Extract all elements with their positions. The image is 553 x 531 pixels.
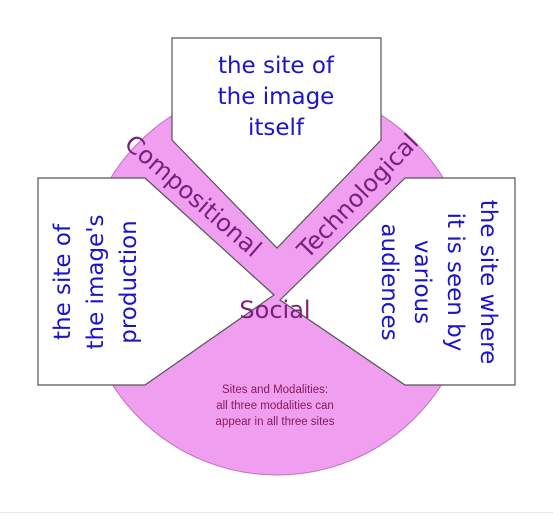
- site-audiences-line-3: various: [409, 240, 435, 324]
- site-production-line-1: the site of: [50, 223, 76, 340]
- site-image-itself-line-1: the site of: [218, 53, 335, 79]
- site-production-line-2: the image's: [83, 214, 109, 349]
- site-image-itself-line-3: itself: [248, 115, 305, 141]
- bottom-divider: [0, 512, 553, 513]
- modality-social-label: Social: [239, 296, 310, 324]
- site-audiences-line-1: the site where: [475, 200, 501, 365]
- site-audiences-line-4: audiences: [376, 223, 402, 340]
- site-image-itself-line-2: the image: [218, 84, 335, 110]
- site-audiences-line-2: it is seen by: [442, 213, 468, 352]
- site-audiences-box: [279, 177, 516, 386]
- caption-line-3: appear in all three sites: [216, 416, 335, 428]
- site-image-itself-box: [171, 37, 382, 249]
- site-production-line-3: production: [116, 220, 142, 344]
- site-production-box: [37, 177, 275, 386]
- caption-line-2: all three modalities can: [216, 400, 334, 412]
- caption-line-1: Sites and Modalities:: [222, 384, 328, 396]
